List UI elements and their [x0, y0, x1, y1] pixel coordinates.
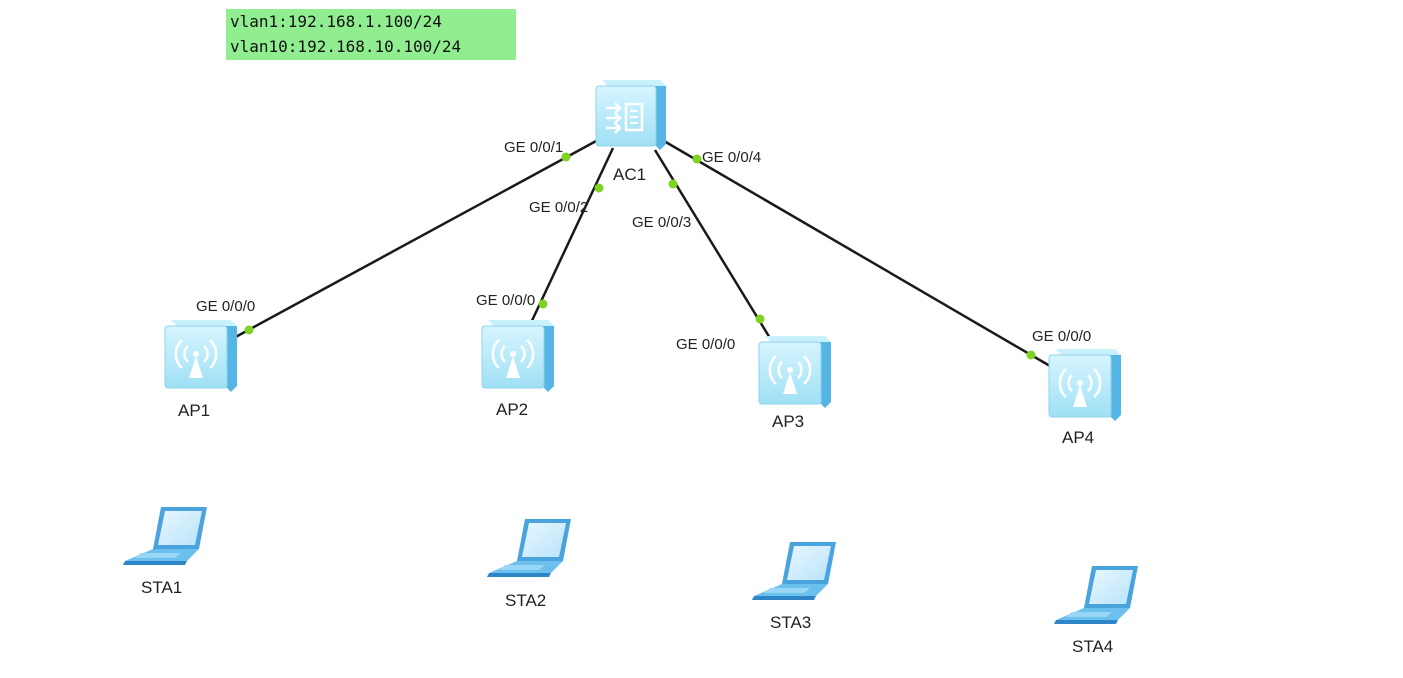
- link-ac1-ap2-ap-port-dot: [538, 299, 548, 309]
- ap1-label: AP1: [178, 401, 210, 420]
- link-ac1-ap1-ac-port-dot: [561, 152, 571, 162]
- sta2-laptop[interactable]: [487, 519, 571, 577]
- sta2-label: STA2: [505, 591, 546, 610]
- sta1-laptop[interactable]: [123, 507, 207, 565]
- port-label-ac-ge4: GE 0/0/4: [702, 149, 761, 166]
- port-label-ap4-ge0: GE 0/0/0: [1032, 328, 1091, 345]
- port-dots-layer: [244, 152, 1036, 360]
- port-label-ac-ge1: GE 0/0/1: [504, 139, 563, 156]
- ap3-label: AP3: [772, 412, 804, 431]
- port-label-ap1-ge0: GE 0/0/0: [196, 298, 255, 315]
- link-ac1-ap2-ac-port-dot: [594, 183, 604, 193]
- link-ac1-ap2[interactable]: [527, 147, 615, 328]
- link-ac1-ap3[interactable]: [653, 149, 775, 344]
- ap2-label: AP2: [496, 400, 528, 419]
- ap4-device[interactable]: [1047, 347, 1123, 423]
- ap1-device[interactable]: [163, 318, 239, 394]
- sta4-laptop[interactable]: [1054, 566, 1138, 624]
- link-ac1-ap4-ac-port-dot: [692, 154, 702, 164]
- sta3-laptop[interactable]: [752, 542, 836, 600]
- sta3-label: STA3: [770, 613, 811, 632]
- link-ac1-ap1-ap-port-dot: [244, 325, 254, 335]
- port-label-ap2-ge0: GE 0/0/0: [476, 292, 535, 309]
- ap4-label: AP4: [1062, 428, 1094, 447]
- ap2-device[interactable]: [480, 318, 556, 394]
- vlan1-line: vlan1:192.168.1.100/24: [230, 12, 442, 31]
- link-ac1-ap4[interactable]: [663, 139, 1051, 368]
- link-ac1-ap3-ap-port-dot: [755, 314, 765, 324]
- link-ac1-ap3-ac-port-dot: [668, 179, 678, 189]
- ac1-device[interactable]: [595, 80, 666, 150]
- sta1-label: STA1: [141, 578, 182, 597]
- link-ac1-ap1[interactable]: [229, 138, 599, 342]
- vlan10-line: vlan10:192.168.10.100/24: [230, 37, 462, 56]
- controller-icon: [606, 102, 644, 134]
- ac1-label: AC1: [613, 165, 646, 184]
- link-ac1-ap4-ap-port-dot: [1026, 350, 1036, 360]
- ap3-device[interactable]: [757, 334, 833, 410]
- sta4-label: STA4: [1072, 637, 1113, 656]
- port-label-ac-ge2: GE 0/0/2: [529, 199, 588, 216]
- port-label-ac-ge3: GE 0/0/3: [632, 214, 691, 231]
- vlan-note: vlan1:192.168.1.100/24 vlan10:192.168.10…: [226, 9, 516, 60]
- port-label-ap3-ge0: GE 0/0/0: [676, 336, 735, 353]
